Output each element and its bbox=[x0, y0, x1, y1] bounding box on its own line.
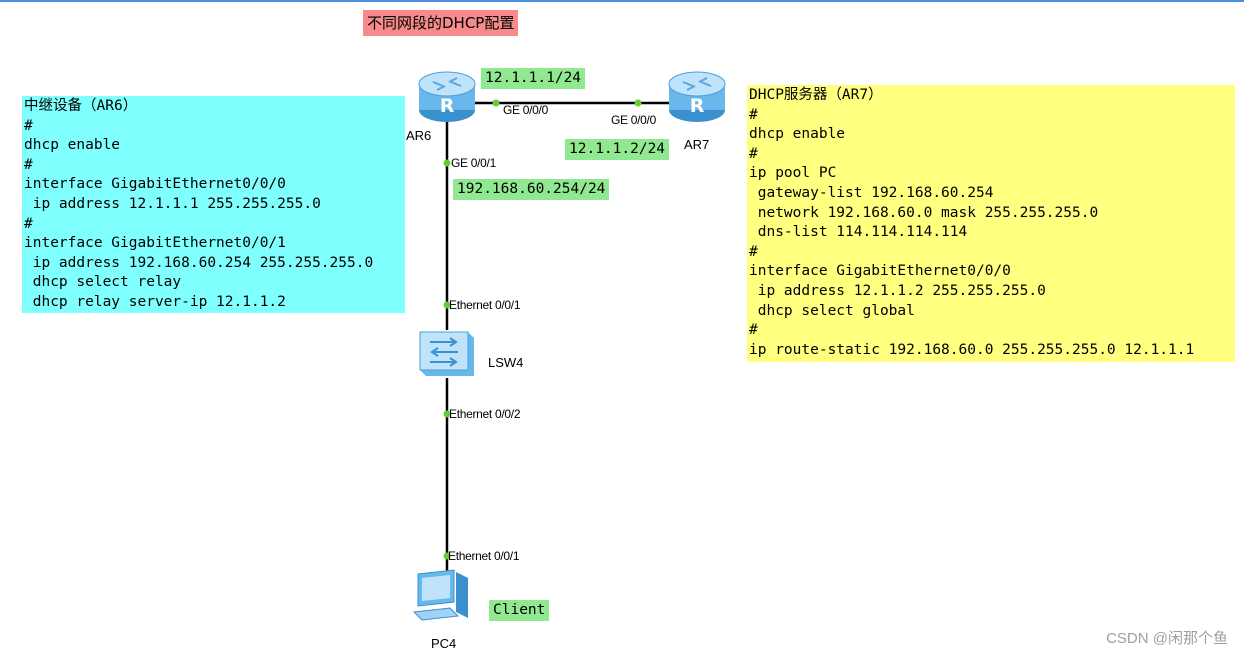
server-config-line: interface GigabitEthernet0/0/0 bbox=[749, 263, 1011, 280]
server-config-line: gateway-list 192.168.60.254 bbox=[749, 184, 994, 201]
diagram-title: 不同网段的DHCP配置 bbox=[363, 10, 519, 36]
server-config-line: dhcp enable bbox=[749, 126, 846, 143]
server-config-line: # bbox=[749, 106, 758, 123]
port-label-ar7-ge000: GE 0/0/0 bbox=[611, 113, 656, 127]
port-label-lsw4-e001: Ethernet 0/0/1 bbox=[449, 298, 521, 312]
watermark: CSDN @闲那个鱼 bbox=[1106, 630, 1228, 647]
relay-config-line: interface GigabitEthernet0/0/0 bbox=[24, 176, 286, 193]
device-label-ar6: AR6 bbox=[406, 128, 432, 143]
device-label-ar7: AR7 bbox=[684, 137, 710, 152]
relay-config-line: ip address 12.1.1.1 255.255.255.0 bbox=[24, 195, 321, 212]
ip-label-ar7-ge000: 12.1.1.2/24 bbox=[565, 139, 670, 160]
ip-label-ar6-ge000: 12.1.1.1/24 bbox=[481, 68, 586, 89]
svg-text:R: R bbox=[440, 95, 455, 117]
server-config-line: ip address 12.1.1.2 255.255.255.0 bbox=[749, 282, 1046, 299]
device-label-pc4: PC4 bbox=[431, 636, 457, 651]
top-border bbox=[0, 0, 1244, 2]
ip-label-ar6-ge001: 192.168.60.254/24 bbox=[453, 179, 610, 200]
svg-text:R: R bbox=[690, 95, 705, 117]
relay-config-box: 中继设备（AR6） # dhcp enable # interface GigabitE… bbox=[22, 96, 405, 313]
relay-config-line: dhcp select relay bbox=[24, 274, 182, 291]
port-label-lsw4-e002: Ethernet 0/0/2 bbox=[449, 407, 521, 421]
server-config-line: dns-list 114.114.114.114 bbox=[749, 224, 968, 241]
port-dot-ar6-ge001 bbox=[443, 159, 451, 167]
relay-config-line: ip address 192.168.60.254 255.255.255.0 bbox=[24, 254, 374, 271]
switch-icon bbox=[419, 331, 474, 376]
server-config-line: network 192.168.60.0 mask 255.255.255.0 bbox=[749, 204, 1099, 221]
server-config-line: DHCP服务器（AR7） bbox=[749, 87, 883, 103]
relay-config-line: 中继设备（AR6） bbox=[24, 98, 138, 114]
port-label-ar6-ge000: GE 0/0/0 bbox=[503, 103, 548, 117]
relay-config-line: interface GigabitEthernet0/0/1 bbox=[24, 235, 286, 252]
server-config-line: dhcp select global bbox=[749, 302, 915, 319]
server-config-line: ip pool PC bbox=[749, 165, 837, 182]
relay-config-line: # bbox=[24, 215, 33, 232]
port-dot-lsw4-e002 bbox=[443, 410, 451, 418]
port-dot-pc4-e001 bbox=[443, 552, 451, 560]
port-dot-lsw4-e001 bbox=[443, 301, 451, 309]
port-label-pc4-e001: Ethernet 0/0/1 bbox=[448, 549, 520, 563]
port-dot-ar6-ge000 bbox=[492, 99, 500, 107]
port-dot-ar7-ge000 bbox=[634, 99, 642, 107]
relay-config-line: # bbox=[24, 117, 33, 134]
server-config-box: DHCP服务器（AR7） # dhcp enable # ip pool PC gate… bbox=[747, 85, 1235, 362]
server-config-line: ip route-static 192.168.60.0 255.255.255… bbox=[749, 341, 1195, 358]
server-config-line: # bbox=[749, 243, 758, 260]
relay-config-line: dhcp enable bbox=[24, 137, 121, 154]
relay-config-line: dhcp relay server-ip 12.1.1.2 bbox=[24, 293, 286, 310]
server-config-line: # bbox=[749, 322, 758, 339]
device-label-lsw4: LSW4 bbox=[488, 355, 524, 370]
relay-config-line: # bbox=[24, 156, 33, 173]
router-icon: R bbox=[418, 71, 476, 122]
port-label-ar6-ge001: GE 0/0/1 bbox=[451, 156, 496, 170]
pc-icon bbox=[412, 569, 468, 621]
server-config-line: # bbox=[749, 145, 758, 162]
router-icon: R bbox=[668, 71, 726, 122]
ip-label-client: Client bbox=[489, 600, 550, 621]
